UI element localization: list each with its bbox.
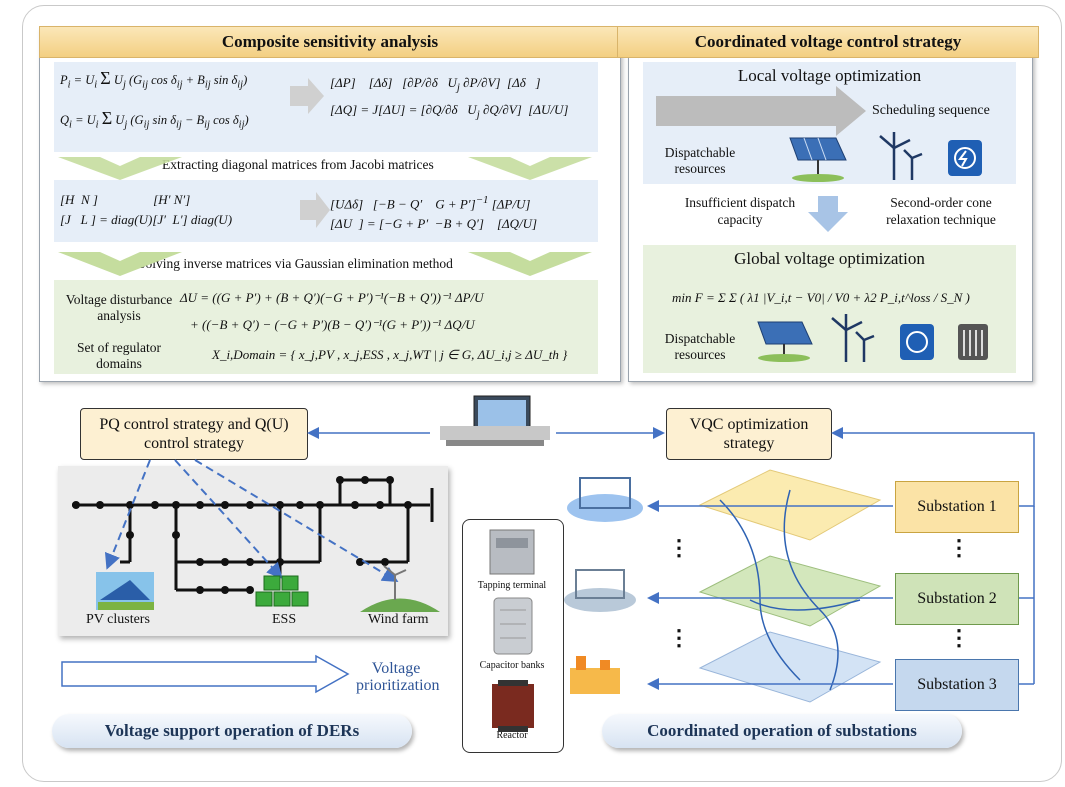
substation-1-box: Substation 1: [895, 481, 1019, 533]
pv-clusters-label: PV clusters: [86, 612, 150, 627]
capacitor-banks-label: Capacitor banks: [479, 660, 545, 671]
wind-farm-label: Wind farm: [368, 612, 429, 627]
power-flow-box: [54, 62, 598, 152]
scheduling-sequence-label: Scheduling sequence: [872, 103, 990, 118]
step-extract-label: Extracting diagonal matrices from Jacobi…: [162, 157, 434, 172]
global-opt-title: Global voltage optimization: [734, 249, 925, 268]
pq-control-box: PQ control strategy and Q(U) control str…: [80, 408, 308, 460]
prio-high: High: [287, 667, 313, 682]
global-opt-box: [643, 245, 1016, 373]
dots-mid-1: ⋮: [668, 535, 690, 560]
eq-inverse: [UΔδ] [−B − Q′ G + P′]−1 [ΔP/U] [ΔU ] = …: [330, 194, 538, 232]
eq-jacobian: [ΔP] [Δδ] [∂P/∂δ Uj ∂P/∂V] [Δδ ] [ΔQ] = …: [330, 75, 569, 121]
vda-eq-line1: ΔU = ((G + P′) + (B + Q′)(−G + P′)⁻¹(−B …: [180, 290, 484, 305]
strategy-title: Coordinated voltage control strategy: [617, 26, 1039, 58]
voltage-prioritization-label: Voltage prioritization: [356, 660, 440, 694]
eq-reactive-power: Qi = Ui Σ Uj (Gij sin δij − Bij cos δij): [60, 108, 249, 131]
sensitivity-title: Composite sensitivity analysis: [39, 26, 621, 58]
dots-right-1: ⋮: [948, 535, 970, 560]
prio-wt: WT: [175, 664, 200, 681]
seq-item-3: ΔP_ESS: [764, 104, 806, 118]
der-network-panel: [58, 466, 448, 636]
srd-label: Set of regulator domains: [77, 340, 161, 371]
prio-low: Low: [68, 667, 92, 682]
tapping-terminal-label: Tapping terminal: [477, 580, 547, 591]
vqc-strategy-box: VQC optimization strategy: [666, 408, 832, 460]
substations-pill: Coordinated operation of substations: [602, 714, 962, 748]
dispatchable-resources-label-2: Dispatchable resources: [664, 331, 736, 362]
socr-label: Second-order cone relaxation technique: [886, 195, 996, 227]
analysis-box: [54, 280, 598, 374]
prio-ess: ESS: [236, 664, 264, 681]
seq-item-4: ΔP_PV: [812, 104, 849, 118]
local-opt-title: Local voltage optimization: [737, 66, 922, 85]
dots-mid-2: ⋮: [668, 625, 690, 650]
vda-label: Voltage disturbance analysis: [65, 292, 173, 323]
vda-eq-line2: + ((−B + Q′) − (−G + P′)(B − Q′)⁻¹(G + P…: [190, 317, 475, 332]
eq-active-power: Pi = Ui Σ Uj (Gij cos δij + Bij sin δij): [60, 68, 248, 91]
eq-diag: [H N ] [H′ N′] [J L ] = diag(U)[J′ L′] d…: [60, 192, 233, 227]
ders-pill: Voltage support operation of DERs: [52, 714, 412, 748]
prio-pv: PV: [118, 664, 139, 681]
seq-item-1: ΔQ_PV: [664, 104, 702, 118]
seq-item-2: ΔQ_ESS: [712, 104, 755, 118]
substation-equipment-panel: [462, 519, 564, 753]
substation-2-box: Substation 2: [895, 573, 1019, 625]
global-opt-eq: min F = Σ Σ ( λ1 |V_i,t − V0| / V0 + λ2 …: [672, 290, 970, 305]
insufficient-capacity-label: Insufficient dispatch capacity: [684, 195, 796, 227]
substation-3-box: Substation 3: [895, 659, 1019, 711]
step-solve-label: Solving inverse matrices via Gaussian el…: [138, 256, 453, 271]
dispatchable-resources-label: Dispatchable resources: [664, 145, 736, 176]
srd-eq: X_i,Domain = { x_j,PV , x_j,ESS , x_j,WT…: [212, 347, 568, 362]
reactor-label: Reactor: [496, 730, 528, 741]
ess-label: ESS: [272, 612, 297, 627]
dots-right-2: ⋮: [948, 625, 970, 650]
